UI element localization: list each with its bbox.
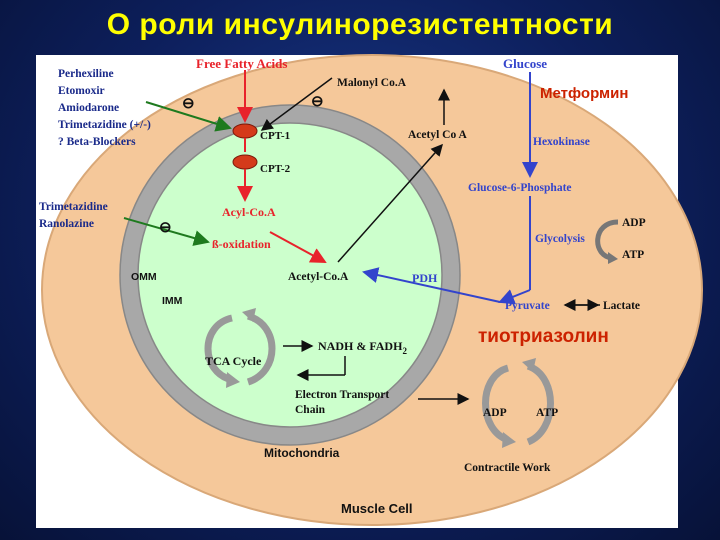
label-glucose-6-phosphate: Glucose-6-Phosphate: [468, 182, 572, 194]
slide-title: О роли инсулинорезистентности: [106, 8, 614, 41]
label-acetyl-coa-top: Acetyl Co A: [408, 129, 467, 141]
label-metformin: Метформин: [540, 85, 628, 102]
drug-list-2: Trimetazidine Ranolazine: [39, 201, 111, 230]
label-acetyl-coa: Acetyl-Co.A: [288, 271, 349, 283]
contractile-cycle-arrow-left: [482, 364, 510, 444]
arrow-acetylcoa-to-acetylcoa-top: [337, 143, 443, 263]
label-thiotriazolin: тиотриазолин: [478, 326, 609, 347]
label-free-fatty-acids: Free Fatty Acids: [196, 56, 287, 71]
drug-list-1: Perhexiline Etomoxir Amiodarone Trimetaz…: [58, 68, 154, 148]
arrow-drugs2-to-beta-ox: [123, 217, 210, 246]
arrow-glycolysis-to-pyruvate: [498, 289, 531, 305]
label-pdh: PDH: [412, 271, 438, 285]
label-lactate: Lactate: [603, 300, 640, 312]
label-glucose: Glucose: [503, 56, 547, 71]
label-hexokinase: Hexokinase: [533, 136, 590, 148]
tca-cycle-head-left: [226, 372, 240, 388]
cpt2-transporter: [232, 154, 258, 170]
tca-cycle-head-right: [242, 308, 256, 322]
inhibition-minus-1: ⊖: [182, 95, 195, 112]
label-mitochondria: Mitochondria: [264, 446, 340, 460]
arrow-malonyl-to-cpt1: [260, 77, 333, 131]
label-imm: IMM: [162, 295, 183, 307]
label-pyruvate: Pyruvate: [505, 300, 550, 312]
label-contractile-work: Contractile Work: [464, 462, 551, 474]
label-omm: OMM: [131, 271, 157, 283]
label-atp-glycolysis: ATP: [622, 249, 644, 261]
tca-cycle-arrow-left: [204, 314, 234, 384]
contractile-cycle-head-left: [502, 432, 516, 448]
inhibition-minus-2: ⊖: [311, 93, 324, 110]
label-electron-transport-chain: Electron Transport Chain: [295, 389, 392, 416]
tca-cycle-arrow-right: [246, 312, 276, 386]
label-muscle-cell: Muscle Cell: [341, 501, 413, 516]
arrow-beta-ox-to-acetylcoa: [269, 231, 327, 263]
contractile-cycle-arrow-right: [526, 362, 554, 446]
cpt1-transporter: [232, 123, 258, 139]
label-adp-contractile: ADP: [483, 407, 507, 419]
label-beta-oxidation: ß-oxidation: [212, 237, 271, 251]
label-atp-contractile: ATP: [536, 407, 558, 419]
contractile-cycle-head-right: [522, 358, 536, 372]
label-glycolysis: Glycolysis: [535, 233, 585, 245]
label-tca-cycle: TCA Cycle: [205, 354, 262, 368]
label-adp-glycolysis: ADP: [622, 217, 646, 229]
label-nadh-fadh2: NADH & FADH2: [318, 339, 407, 356]
inhibition-minus-3: ⊖: [159, 219, 172, 236]
label-cpt1: CPT-1: [260, 130, 290, 142]
glycolysis-adp-atp-curl: [595, 219, 619, 261]
mitochondrion-matrix: [137, 122, 443, 428]
label-cpt2: CPT-2: [260, 163, 291, 175]
label-malonyl-coa: Malonyl Co.A: [337, 77, 407, 89]
arrow-drugs1-to-cpt1: [145, 101, 232, 132]
glycolysis-curl-head: [608, 252, 618, 264]
arrow-pyruvate-to-acetylcoa: [362, 267, 501, 303]
label-acyl-coa: Acyl-Co.A: [222, 205, 276, 219]
